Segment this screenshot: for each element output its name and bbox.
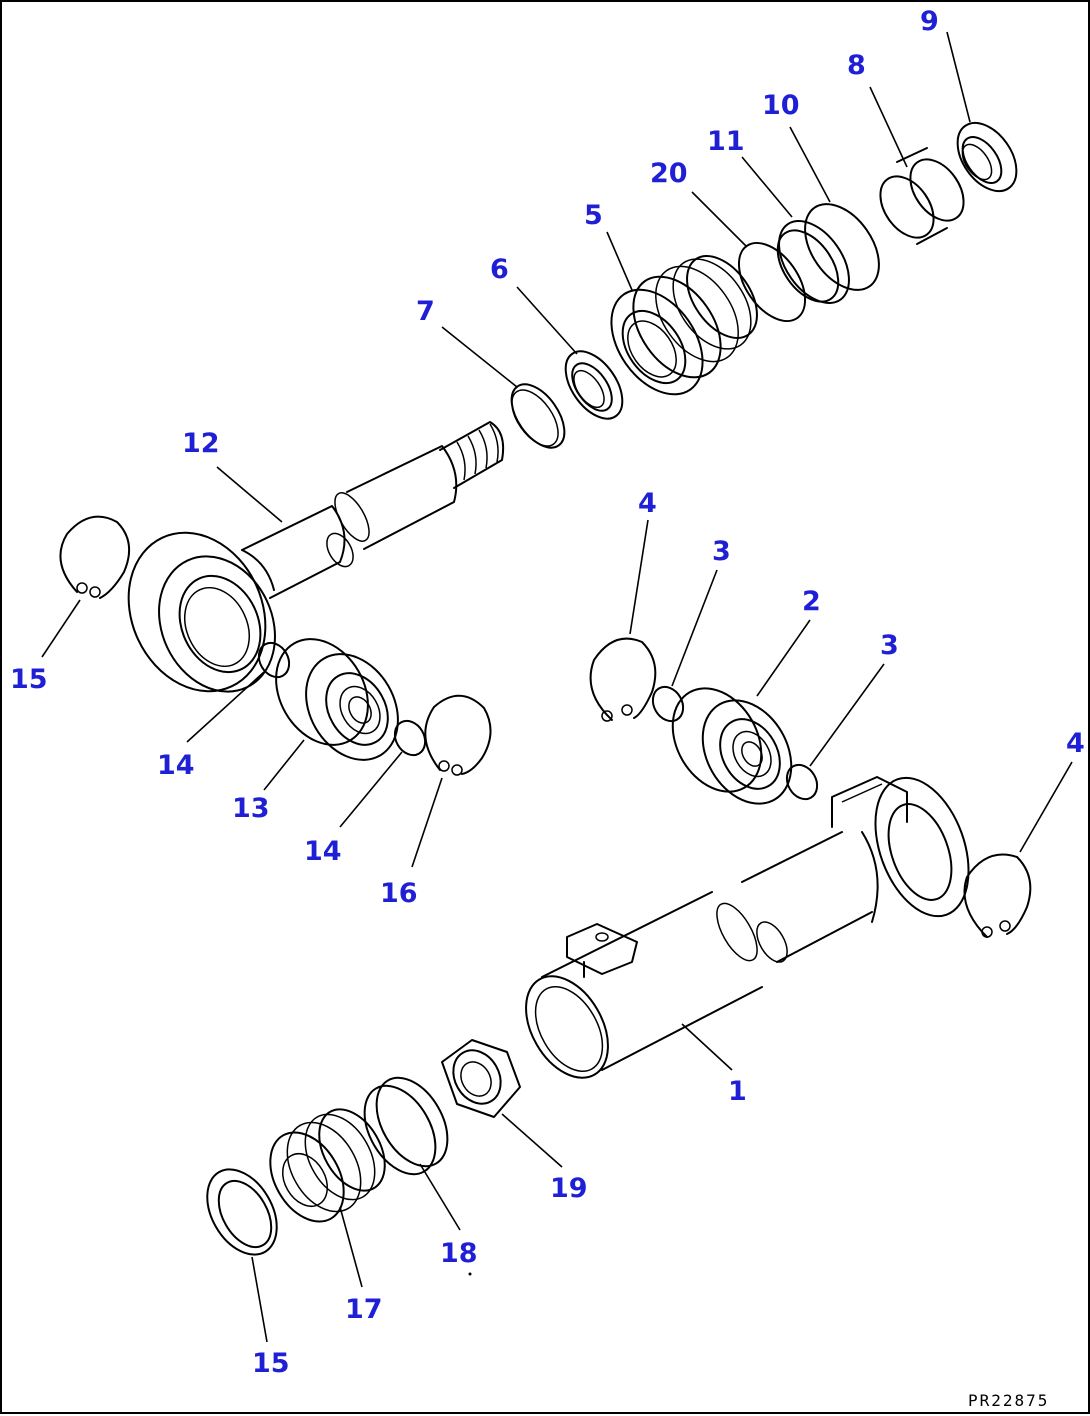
callout-3-upper: 3 xyxy=(712,536,731,567)
callout-labels: 9 8 10 11 20 5 6 7 12 15 14 13 14 16 4 3… xyxy=(10,6,1085,1379)
part-14-ball-left xyxy=(257,641,291,679)
callout-1: 1 xyxy=(728,1076,747,1107)
drawing-code: PR22875 xyxy=(968,1391,1049,1410)
leader-lines xyxy=(41,31,1073,1343)
part-4-snap-ring-right xyxy=(963,853,1032,938)
callout-20: 20 xyxy=(650,158,688,189)
callout-10: 10 xyxy=(762,90,800,121)
part-18-wear-ring xyxy=(363,1076,449,1176)
callout-12: 12 xyxy=(182,428,220,459)
callout-5: 5 xyxy=(584,200,603,231)
callout-15-middle: 16 xyxy=(380,878,418,909)
part-15-snap-ring-middle xyxy=(424,694,492,776)
callout-8: 8 xyxy=(847,50,866,81)
callout-16: 17 xyxy=(345,1294,383,1325)
callout-9: 9 xyxy=(920,6,939,37)
callout-7: 7 xyxy=(416,296,435,327)
callout-11: 11 xyxy=(707,126,745,157)
part-4-snap-ring-middle xyxy=(589,637,657,722)
part-20-ring xyxy=(737,241,807,323)
part-7-ring xyxy=(510,383,566,449)
part-17-piston-ring xyxy=(206,1168,278,1256)
part-11-backup-ring xyxy=(776,220,850,304)
callout-18: 18 xyxy=(440,1238,478,1269)
part-9-dust-seal xyxy=(956,121,1018,193)
part-16-piston xyxy=(269,1108,386,1223)
callout-15-left: 15 xyxy=(10,664,48,695)
callout-4-middle: 4 xyxy=(638,488,657,519)
callout-3-lower: 3 xyxy=(880,630,899,661)
part-3-ball-lower xyxy=(785,763,819,801)
callout-14-right: 14 xyxy=(304,836,342,867)
part-6-rod-seal xyxy=(564,350,624,420)
part-2-spherical-bearing xyxy=(671,687,793,805)
callout-13: 13 xyxy=(232,793,270,824)
part-10-o-ring xyxy=(804,203,880,291)
part-8-bushing xyxy=(879,147,965,245)
callout-4-right: 4 xyxy=(1066,728,1085,759)
stray-dot xyxy=(468,1272,472,1276)
callout-6: 6 xyxy=(490,254,509,285)
part-12-piston-rod xyxy=(127,421,505,693)
part-5-cylinder-head xyxy=(610,255,758,396)
callout-17: 15 xyxy=(252,1348,290,1379)
part-14-ball-right xyxy=(393,719,427,757)
part-3-ball-upper xyxy=(651,685,685,723)
part-15-snap-ring-left xyxy=(59,515,131,599)
callout-14-left: 14 xyxy=(157,750,195,781)
part-1-cylinder-tube xyxy=(525,776,970,1079)
callout-19: 19 xyxy=(550,1173,588,1204)
part-19-piston-nut xyxy=(441,1039,521,1118)
part-13-spherical-bearing xyxy=(275,638,399,761)
callout-2: 2 xyxy=(802,586,821,617)
